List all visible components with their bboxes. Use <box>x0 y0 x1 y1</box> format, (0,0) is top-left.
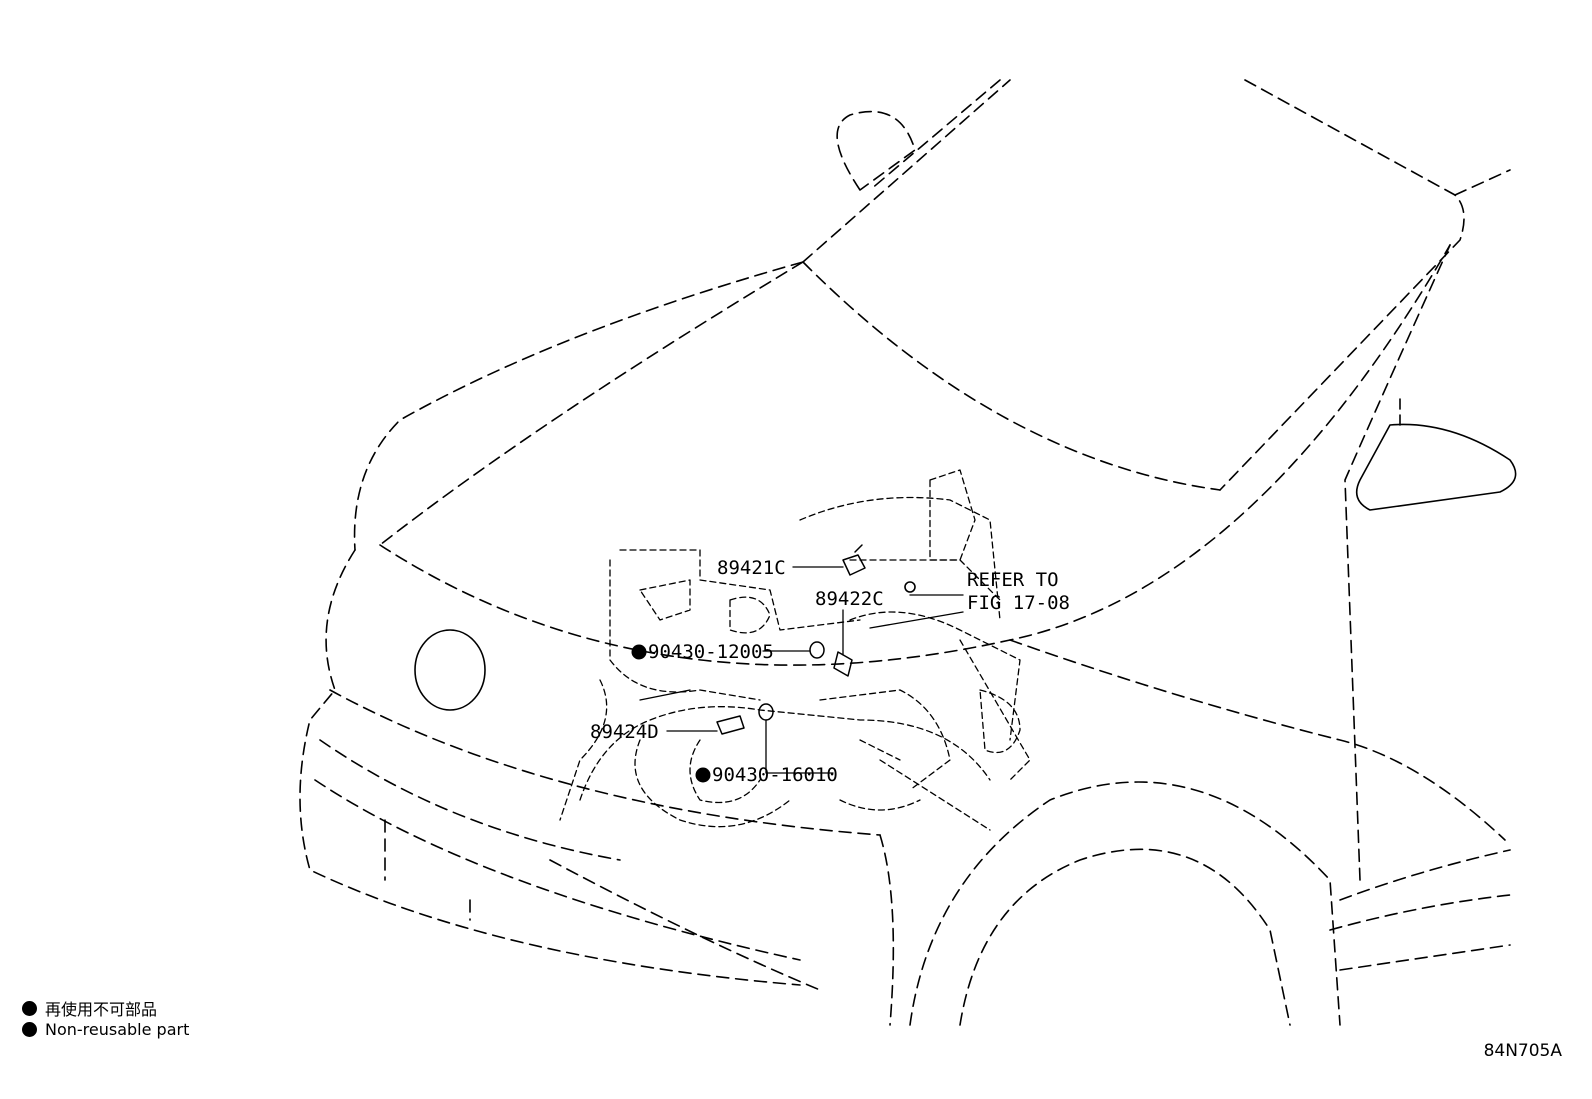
windshield-outline <box>802 79 1511 491</box>
callout-89424D[interactable]: 89424D <box>590 721 659 743</box>
leader-lines <box>639 566 964 774</box>
hood-outline <box>353 79 1451 666</box>
callout-89421C[interactable]: 89421C <box>717 557 786 579</box>
diagram-id: 84N705A <box>1483 1041 1562 1061</box>
part-89424D-sketch <box>716 715 745 735</box>
callout-89422C[interactable]: 89422C <box>815 588 884 610</box>
leader-refer-fig <box>869 611 964 629</box>
emblem-outline <box>414 629 486 711</box>
leader-engine-link <box>639 689 691 701</box>
part-89421C-sketch <box>842 544 866 576</box>
front-bumper-outline <box>299 549 881 991</box>
side-mirror-outline <box>1355 394 1517 511</box>
legend-row-japanese: 再使用不可部品 <box>22 996 157 1020</box>
fender-outline <box>879 244 1511 1026</box>
bolt-sketch <box>904 581 916 593</box>
legend-text-english: Non-reusable part <box>45 1020 190 1039</box>
leader-90430-16010 <box>765 719 834 774</box>
legend-text-japanese: 再使用不可部品 <box>45 1000 158 1019</box>
callout-refer-line1: REFER TO <box>967 569 1059 591</box>
non-reusable-marker-icon <box>631 644 647 660</box>
gasket-90430-16010-sketch <box>758 703 774 721</box>
engine-assembly <box>559 469 1031 831</box>
callout-90430-12005[interactable]: 90430-12005 <box>648 641 774 663</box>
gasket-90430-12005-sketch <box>809 641 825 659</box>
callout-90430-16010[interactable]: 90430-16010 <box>712 764 838 786</box>
legend-row-english: Non-reusable part <box>22 1020 189 1039</box>
filled-circle-icon <box>22 1000 37 1016</box>
filled-circle-icon <box>22 1022 37 1037</box>
callout-refer-line2: FIG 17-08 <box>967 592 1070 614</box>
non-reusable-marker-icon <box>695 767 711 783</box>
part-89422C-sketch <box>833 651 853 677</box>
